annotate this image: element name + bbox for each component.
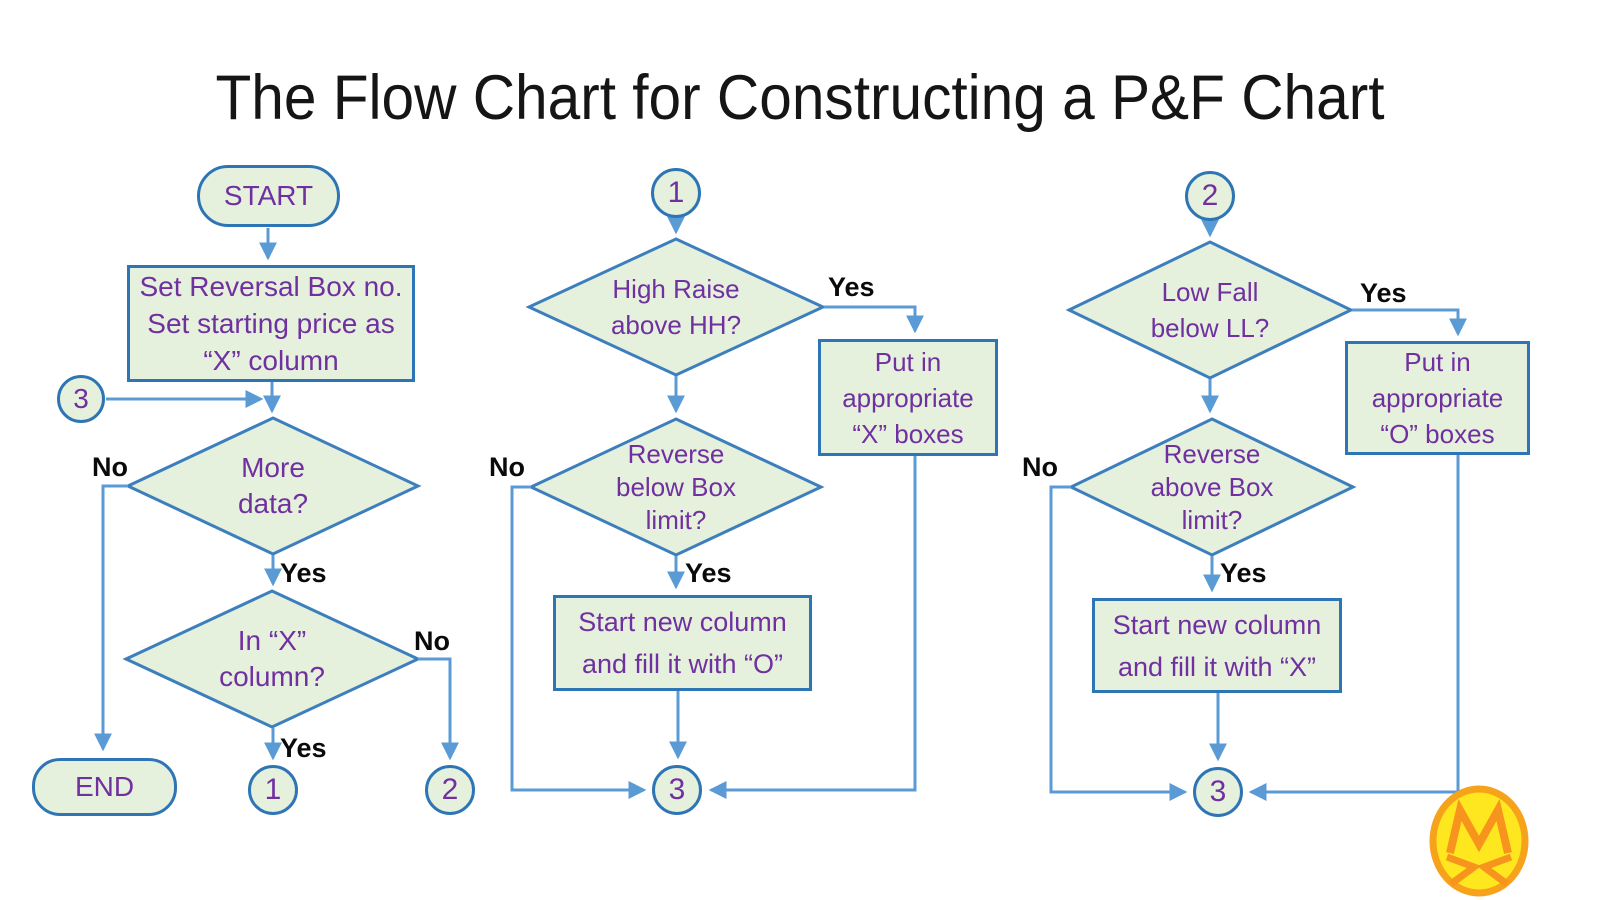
ref-circle-3-mid: 3 (652, 765, 702, 815)
newcolx-line1: Start new column (1112, 609, 1322, 640)
diamond-more-data (124, 416, 422, 556)
putx-line2: appropriate (842, 382, 974, 413)
ref1-label: 1 (264, 773, 282, 806)
inx-line1: In “X” (237, 625, 307, 656)
reva-line2: above Box (1150, 471, 1274, 502)
inx-line2: column? (219, 661, 325, 692)
label-no-more-data: No (92, 452, 128, 482)
revb-line2: below Box (616, 471, 736, 502)
label-yes-more-data: Yes (280, 558, 327, 588)
right-ref3-label: 3 (1209, 775, 1227, 808)
label-yes-reverse-below: Yes (685, 558, 732, 588)
high-line2: above HH? (610, 310, 742, 340)
connector-no-loop-to-ref3-r (1049, 485, 1188, 801)
more-line2: data? (237, 488, 309, 519)
in-x-column-text: In “X” column? (172, 613, 372, 705)
ref3-label: 3 (73, 383, 89, 414)
ref-circle-2-bottom: 2 (425, 765, 475, 815)
putx-line3: “X” boxes (852, 418, 964, 449)
mid-ref1-label: 1 (667, 176, 685, 209)
high-line1: High Raise (612, 274, 740, 304)
diamond-reverse-above (1067, 417, 1357, 557)
diamond-reverse-below (527, 417, 825, 557)
more-line1: More (241, 452, 305, 483)
diamond-shapes (122, 237, 1357, 729)
diamond-high-raise (525, 237, 827, 377)
connector-no-to-end (94, 484, 128, 752)
puto-line2: appropriate (1371, 383, 1504, 413)
reva-line3: limit? (1181, 504, 1243, 535)
label-no-reverse-above: No (1022, 452, 1058, 482)
newcolx-line2: and fill it with “X” (1117, 651, 1317, 682)
connector-no-loop-to-ref3 (510, 485, 647, 799)
more-data-text: More data? (173, 440, 373, 532)
revb-line3: limit? (645, 504, 707, 535)
connector-no-to-ref2 (418, 657, 459, 761)
setup-box: Set Reversal Box no. Set starting price … (127, 265, 415, 382)
low-line1: Low Fall (1161, 277, 1259, 307)
connector-xboxes-to-ref3 (708, 455, 917, 799)
revb-line1: Reverse (627, 438, 725, 469)
end-label: END (74, 771, 135, 802)
start-new-column-x-box: Start new column and fill it with “X” (1092, 598, 1342, 693)
put-in-x-boxes: Put in appropriate “X” boxes (818, 339, 998, 456)
logo-m-glyph (1445, 799, 1513, 887)
page-title: The Flow Chart for Constructing a P&F Ch… (215, 63, 1385, 133)
end-node: END (32, 758, 177, 816)
ref-circle-1-bottom: 1 (248, 765, 298, 815)
start-node: START (197, 165, 340, 227)
ref-circle-2-top: 2 (1185, 171, 1235, 221)
label-no-reverse-below: No (489, 452, 525, 482)
start-new-column-o-box: Start new column and fill it with “O” (553, 595, 812, 691)
putx-line1: Put in (874, 346, 942, 377)
label-yes-high-raise: Yes (828, 272, 875, 302)
puto-line3: “O” boxes (1380, 419, 1495, 449)
label-yes-low-fall: Yes (1360, 278, 1407, 308)
reverse-above-text: Reverse above Box limit? (1102, 437, 1322, 537)
low-line2: below LL? (1150, 313, 1270, 343)
label-no-in-x: No (414, 626, 450, 656)
setup-line1: Set Reversal Box no. (139, 271, 403, 302)
diamond-in-x-column (122, 589, 422, 729)
start-label: START (223, 180, 314, 211)
label-yes-in-x: Yes (280, 733, 327, 763)
connector-yes-to-oboxes (1352, 308, 1467, 337)
ref-circle-3-right: 3 (1193, 767, 1243, 817)
diamond-low-fall (1065, 240, 1355, 380)
ref2-label: 2 (441, 773, 459, 806)
newcolo-line1: Start new column (578, 607, 787, 637)
low-fall-text: Low Fall below LL? (1100, 265, 1320, 355)
newcolo-line2: and fill it with “O” (581, 649, 784, 679)
label-yes-reverse-above: Yes (1220, 558, 1267, 588)
ref-circle-3-left: 3 (57, 375, 105, 423)
reva-line1: Reverse (1163, 438, 1261, 469)
right-ref2-label: 2 (1201, 179, 1219, 212)
orange-m-logo (1429, 785, 1529, 897)
ref-circle-1-top: 1 (651, 168, 701, 218)
setup-line3: “X” column (203, 345, 339, 376)
put-in-o-boxes: Put in appropriate “O” boxes (1345, 341, 1530, 455)
setup-line2: Set starting price as (147, 308, 395, 339)
reverse-below-text: Reverse below Box limit? (566, 437, 786, 537)
mid-ref3-label: 3 (668, 773, 686, 806)
high-raise-text: High Raise above HH? (566, 262, 786, 352)
connector-yes-to-xboxes (824, 305, 924, 334)
puto-line1: Put in (1404, 347, 1471, 377)
